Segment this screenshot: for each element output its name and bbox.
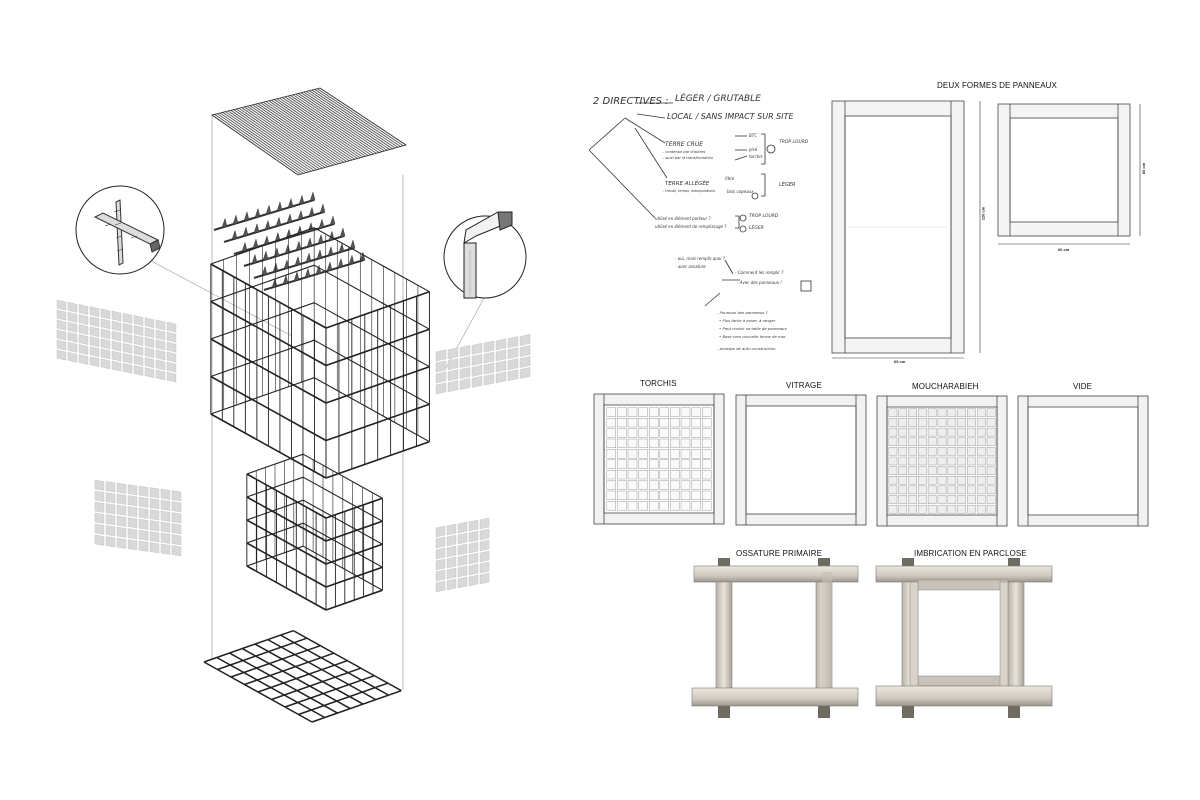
note-pise: pisé <box>749 147 758 152</box>
photo-imbrication-parclose <box>874 558 1054 718</box>
heading-deux-formes: DEUX FORMES DE PANNEAUX <box>937 81 1057 90</box>
large-panel-width-label: 60 cm <box>894 359 906 364</box>
note-list-5: - principe de auto-construction <box>717 346 776 351</box>
exploded-axonometric <box>0 0 560 800</box>
floor-grid <box>203 629 402 723</box>
heading-vide: VIDE <box>1073 382 1093 391</box>
sketch-notes: 2 DIRECTIVES : LÉGER / GRUTABLE LOCAL / … <box>585 88 825 378</box>
note-leger: LÉGER / GRUTABLE <box>675 94 761 104</box>
note-list-4: • Base vers nouvelle forme de mur <box>719 334 786 339</box>
small-panel-width-dim: 60 cm <box>998 242 1130 252</box>
note-terre-crue-b: - suivi par la transformation <box>663 156 714 160</box>
roof-purlins <box>213 191 366 292</box>
large-panel-drawing <box>831 100 965 354</box>
note-directives: 2 DIRECTIVES : <box>593 96 669 107</box>
note-trop-lourd: TROP LOURD <box>779 140 809 145</box>
note-q6: - Avec des panneaux ! <box>737 280 782 285</box>
corrugated-roof <box>211 87 407 176</box>
note-terre-crue-a: - contenue par d'autres <box>663 150 706 154</box>
small-panel-width-label: 60 cm <box>1058 247 1070 252</box>
large-panel-height-label: 120 cm <box>980 206 986 221</box>
note-btc: BTC <box>749 133 757 138</box>
note-bois-copeaux: bois copeaux <box>727 189 754 194</box>
panel-torchis <box>593 393 725 525</box>
panel-vitrage <box>735 394 867 526</box>
heading-ossature-primaire: OSSATURE PRIMAIRE <box>736 549 823 558</box>
photo-ossature-primaire <box>690 558 860 718</box>
heading-imbrication: IMBRICATION EN PARCLOSE <box>914 549 1027 558</box>
note-q2: utilisé en élément de remplissage ? <box>655 224 727 229</box>
note-terre-allegee: TERRE ALLÉGÉE <box>665 181 710 187</box>
note-q3: - oui, mais remplir quoi ? <box>675 256 725 261</box>
panel-vide <box>1017 395 1149 527</box>
note-terre-crue: TERRE CRUE <box>665 141 704 148</box>
heading-vitrage: VITRAGE <box>786 381 822 390</box>
heading-moucharabieh: MOUCHARABIEH <box>912 382 979 391</box>
large-panel-width-dim: 60 cm <box>832 356 964 364</box>
note-terre-allegee-a: - travail, temps, manipulations <box>663 189 716 193</box>
note-trop-lourd-2: TROP LOURD <box>749 214 779 219</box>
note-q5: - Comment les remplir ? <box>735 270 784 275</box>
note-list-1: - Pourquoi des panneaux ? <box>717 310 768 315</box>
note-list-3: • Peut choisir sa taille de panneaux <box>719 326 787 331</box>
note-torchis: torchis <box>749 154 763 159</box>
small-panel-height-label: 60 cm <box>1141 162 1147 175</box>
plan-zoom-icon <box>75 185 165 275</box>
note-leger-3: LÉGER <box>749 226 764 231</box>
small-panel-height-dim: 60 cm <box>1138 104 1148 236</box>
note-fibre: fibre <box>725 176 735 181</box>
note-local: LOCAL / SANS IMPACT SUR SITE <box>667 112 794 121</box>
section-zoom-icon <box>443 211 527 299</box>
large-panel-height-dim: 120 cm <box>978 101 988 353</box>
note-list-2: • Plus facile à poser, à ranger <box>719 318 776 323</box>
note-leger-2: LÉGER <box>779 182 796 188</box>
small-panel-drawing <box>997 103 1131 237</box>
small-timber-frame <box>246 453 383 611</box>
main-timber-frame <box>210 227 430 479</box>
heading-torchis: TORCHIS <box>640 379 677 388</box>
note-q4: - avec ossature <box>675 264 706 269</box>
exploded-wall-panels <box>56 299 531 593</box>
panel-moucharabieh <box>876 395 1008 527</box>
note-q1: utilisé en élément porteur ? <box>655 216 711 221</box>
